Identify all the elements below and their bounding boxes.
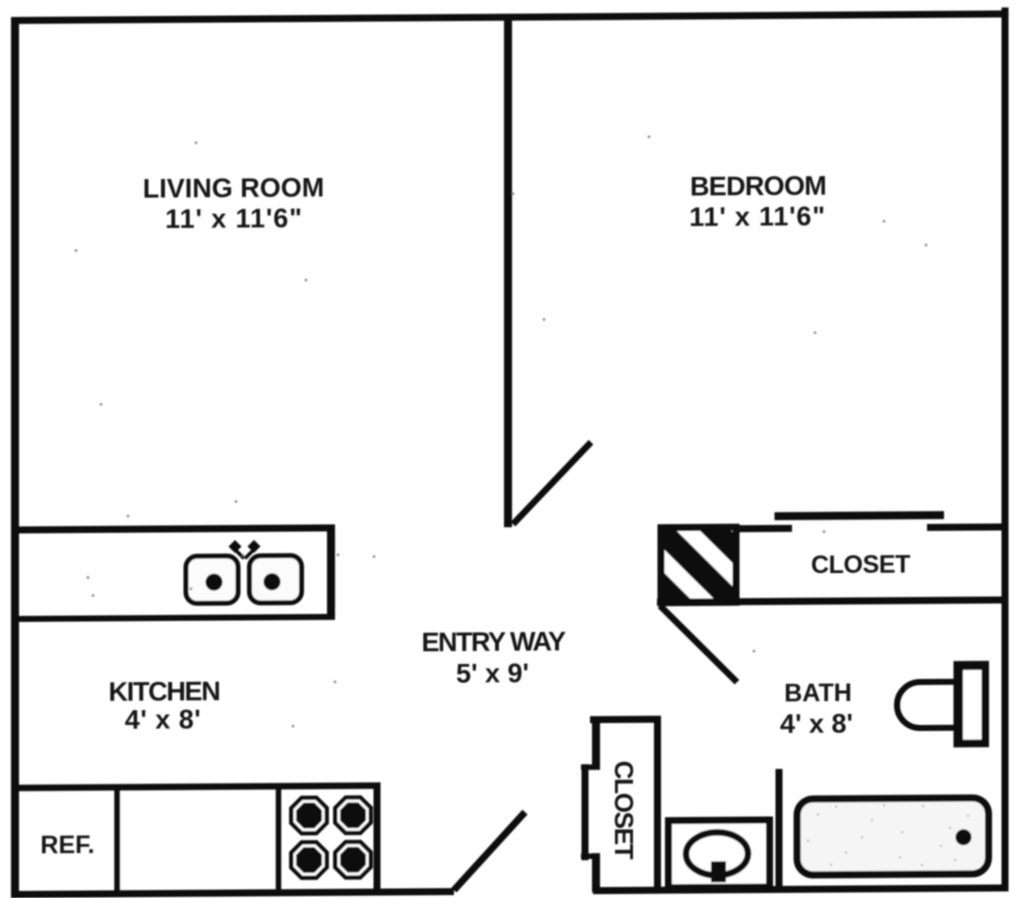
svg-text:BEDROOM: BEDROOM bbox=[690, 171, 826, 202]
svg-text:5' x 9': 5' x 9' bbox=[456, 658, 529, 688]
svg-text:11' x 11'6": 11' x 11'6" bbox=[689, 201, 826, 232]
svg-text:CLOSET: CLOSET bbox=[811, 551, 910, 580]
svg-text:BATH: BATH bbox=[784, 679, 852, 707]
svg-text:4' x 8': 4' x 8' bbox=[125, 704, 201, 735]
svg-text:CLOSET: CLOSET bbox=[609, 761, 639, 860]
svg-text:LIVING ROOM: LIVING ROOM bbox=[143, 172, 324, 203]
svg-text:REF.: REF. bbox=[40, 831, 94, 859]
svg-text:ENTRY WAY: ENTRY WAY bbox=[421, 626, 566, 657]
svg-text:11' x 11'6": 11' x 11'6" bbox=[165, 203, 303, 234]
svg-text:KITCHEN: KITCHEN bbox=[109, 676, 220, 707]
svg-text:4' x 8': 4' x 8' bbox=[780, 708, 853, 738]
